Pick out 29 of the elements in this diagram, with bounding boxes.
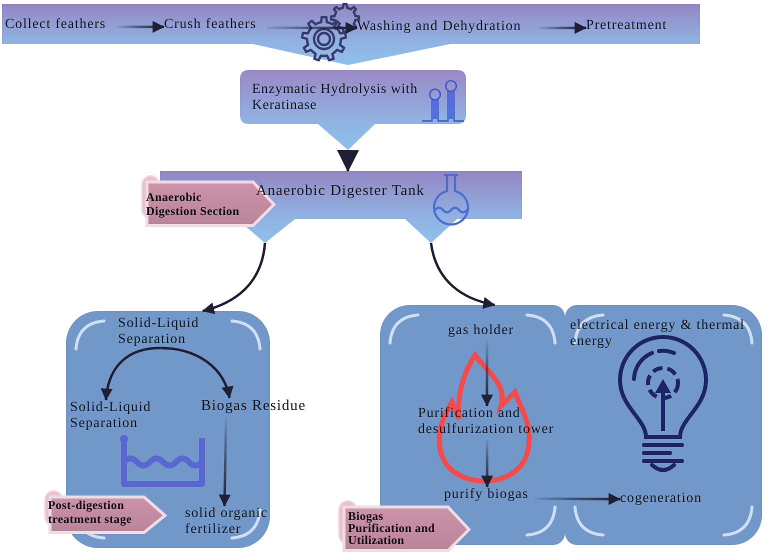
step-label: solid organic fertilizer: [185, 506, 269, 538]
arrow: [337, 150, 360, 172]
arrow: [534, 493, 621, 506]
arrow: [101, 346, 160, 401]
arrow: [266, 22, 358, 34]
arrow: [481, 440, 494, 488]
step-label: cogeneration: [620, 491, 708, 509]
step-label: Pretreatment: [586, 18, 680, 36]
process-title: Enzymatic Hydrolysis with Keratinase: [252, 82, 419, 114]
step-label: Solid-Liquid Separation: [70, 400, 160, 432]
arrow: [480, 341, 493, 407]
process-title: Anaerobic Digester Tank: [256, 183, 426, 199]
step-label: Crush feathers: [164, 17, 266, 35]
section-title: Anaerobic Digestion Section: [146, 190, 240, 218]
step-label: electrical energy & thermal energy: [570, 318, 756, 352]
arrow: [117, 20, 165, 33]
step-label: Collect feathers: [5, 17, 117, 35]
section-title: Post-digestion treatment stage: [48, 498, 133, 526]
step-label: Solid-Liquid Separation: [118, 316, 212, 348]
step-label: gas holder: [448, 323, 526, 341]
arrow: [218, 418, 231, 507]
section-title: Biogas Purification and Utilization: [348, 510, 436, 546]
arrow: [202, 242, 266, 314]
arrow: [160, 346, 233, 399]
stage-panel: [565, 305, 762, 545]
arrow: [430, 242, 496, 308]
step-label: Washing and Dehydration: [357, 19, 539, 37]
step-label: purify biogas: [444, 487, 534, 505]
arrow: [539, 22, 587, 34]
